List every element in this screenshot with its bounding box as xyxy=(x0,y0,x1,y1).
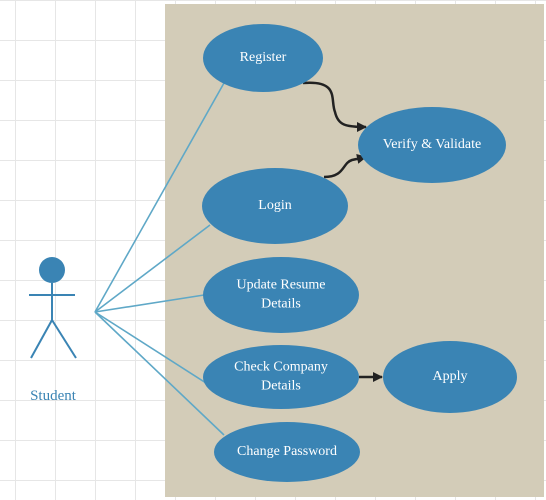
use-case-ellipse xyxy=(203,257,359,333)
use-case-apply[interactable]: Apply xyxy=(383,341,517,413)
association-lines xyxy=(94,82,225,436)
use-case-ellipse xyxy=(202,168,348,244)
use-case-label: Change Password xyxy=(237,444,337,459)
stick-figure-icon xyxy=(29,257,77,359)
use-case-label: Details xyxy=(261,379,301,394)
association-register xyxy=(94,82,225,313)
actor-name: Student xyxy=(30,388,77,404)
use-case-ellipse xyxy=(214,422,360,482)
use-case-label: Register xyxy=(240,50,287,65)
use-case-label: Apply xyxy=(433,369,468,384)
association-login xyxy=(94,224,211,313)
dependency-register-to-verify-validate xyxy=(302,81,367,132)
use-case-change-password[interactable]: Change Password xyxy=(214,422,360,482)
use-case-ellipse xyxy=(383,341,517,413)
system-boundary xyxy=(165,4,544,497)
use-case-label: Check Company xyxy=(234,360,328,375)
use-case-label: Details xyxy=(261,297,301,312)
use-case-label: Login xyxy=(258,198,291,213)
use-case-verify-validate[interactable]: Verify & Validate xyxy=(358,107,506,183)
association-change-password xyxy=(94,311,225,436)
use-case-ellipse xyxy=(203,24,323,92)
actor-student[interactable]: Student xyxy=(29,257,77,404)
use-case-label: Update Resume xyxy=(236,278,325,293)
dependency-arrows xyxy=(302,81,383,382)
use-case-login[interactable]: Login xyxy=(202,168,348,244)
use-case-ellipse xyxy=(203,345,359,409)
use-case-ellipse xyxy=(358,107,506,183)
use-case-register[interactable]: Register xyxy=(203,24,323,92)
dependency-login-to-verify-validate xyxy=(323,153,367,179)
association-update-resume-details xyxy=(94,294,205,313)
use-case-label: Verify & Validate xyxy=(383,137,482,152)
association-check-company-details xyxy=(94,311,207,384)
